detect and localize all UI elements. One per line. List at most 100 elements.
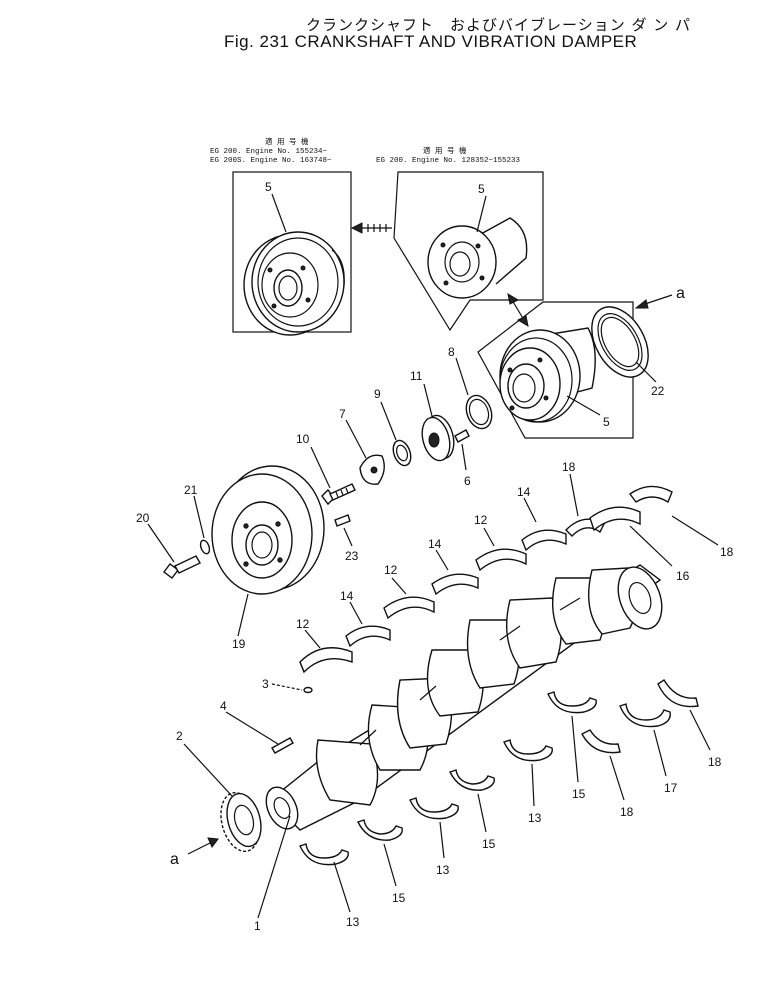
view-arrow-top-icon: [634, 294, 673, 309]
leader-4: [225, 711, 279, 745]
leader-17: [653, 729, 667, 777]
leader-14a: [349, 601, 363, 625]
label-4: 4: [220, 699, 227, 713]
hub-11-drawing: [421, 414, 455, 462]
label-15b: 15: [482, 837, 496, 851]
leader-14b: [435, 549, 449, 571]
label-12a: 12: [296, 617, 310, 631]
label-14a: 14: [340, 589, 354, 603]
label-15a: 15: [392, 891, 406, 905]
key-4-drawing: [271, 737, 294, 754]
label-6: 6: [464, 474, 471, 488]
thrust-washer-18b-drawing: [629, 485, 673, 504]
label-18a: 18: [562, 460, 576, 474]
leader-15a: [383, 843, 397, 887]
leader-14c: [523, 497, 537, 523]
label-23: 23: [345, 549, 359, 563]
leader-5a: [271, 193, 287, 233]
label-8: 8: [448, 345, 455, 359]
pin-6-drawing: [454, 429, 470, 443]
leader-18d: [689, 709, 711, 751]
leader-10: [310, 446, 331, 489]
label-18d: 18: [708, 755, 722, 769]
o-ring-8-drawing: [465, 394, 493, 430]
leader-9: [380, 401, 397, 441]
leader-22: [635, 361, 657, 383]
damper-old-drawing: [427, 217, 528, 299]
label-15c: 15: [572, 787, 586, 801]
damper-pulley-19-drawing: [211, 465, 325, 595]
bearing-13b-drawing: [409, 797, 459, 820]
leader-21: [193, 495, 205, 539]
bearing-12b-drawing: [383, 596, 435, 620]
leader-2: [183, 743, 233, 797]
applicability-right-line1: EG 200. Engine No. 128352~155233: [376, 157, 521, 165]
label-5c: 5: [603, 415, 610, 429]
gear-2-drawing: [220, 791, 262, 853]
applicability-left-line2: EG 200S. Engine No. 163748~: [210, 157, 332, 165]
leader-19: [237, 593, 249, 637]
bearing-14a-drawing: [345, 625, 391, 648]
leader-18a: [569, 473, 579, 517]
label-21: 21: [184, 483, 198, 497]
leader-15b: [477, 793, 487, 833]
leader-11: [423, 383, 433, 417]
label-2: 2: [176, 729, 183, 743]
washer-9-drawing: [392, 439, 412, 467]
label-12b: 12: [384, 563, 398, 577]
leader-6: [461, 443, 467, 471]
label-19: 19: [232, 637, 246, 651]
label-22: 22: [651, 384, 665, 398]
leader-5b: [476, 195, 487, 233]
bolt-10-drawing: [321, 483, 356, 506]
damper-new-drawing: [243, 231, 345, 336]
label-5b: 5: [478, 182, 485, 196]
leader-12b: [391, 577, 407, 595]
label-9: 9: [374, 387, 381, 401]
inset-box-right: [393, 171, 544, 332]
leader-3: [271, 683, 303, 691]
figure-title-japanese: クランクシャフト およびバイブレーション ダ ン パ: [306, 16, 692, 34]
washer-21-drawing: [199, 539, 211, 555]
label-13c: 13: [528, 811, 542, 825]
label-1: 1: [254, 919, 261, 933]
label-13a: 13: [346, 915, 360, 929]
bearing-13a-drawing: [299, 843, 349, 866]
bearing-15c-drawing: [547, 691, 597, 714]
label-5a: 5: [265, 180, 272, 194]
dowel-23-drawing: [334, 514, 351, 527]
view-marker-bottom: a: [170, 851, 179, 868]
label-13b: 13: [436, 863, 450, 877]
view-arrow-bottom-icon: [187, 837, 219, 855]
view-marker-top: a: [676, 285, 685, 302]
plate-7-drawing: [359, 454, 385, 485]
bearing-17-drawing: [619, 703, 671, 728]
leader-20: [147, 523, 175, 563]
thrust-washer-18c-drawing: [581, 729, 621, 754]
crankshaft-1-drawing: [265, 564, 663, 831]
applicability-right-header: 適 用 号 機: [423, 145, 467, 156]
leader-23: [343, 527, 353, 547]
leader-12c: [483, 527, 495, 547]
applicability-left-header: 適 用 号 機: [265, 136, 309, 147]
bearing-16-drawing: [589, 506, 641, 532]
bolt-20-drawing: [163, 555, 201, 579]
leader-13b: [439, 821, 445, 859]
label-18b: 18: [720, 545, 734, 559]
arrow-left-icon: [350, 222, 392, 234]
bearing-14b-drawing: [431, 573, 479, 596]
leader-7: [345, 419, 367, 459]
bearing-15a-drawing: [357, 819, 403, 841]
leader-13c: [531, 763, 535, 807]
leader-18c: [609, 755, 625, 801]
leader-16: [629, 525, 673, 567]
bearing-13c-drawing: [503, 739, 553, 762]
label-16: 16: [676, 569, 690, 583]
leader-1: [257, 815, 291, 919]
leader-15c: [571, 715, 579, 783]
leader-13a: [333, 861, 351, 913]
applicability-left-line1: EG 200. Engine No. 155234~: [210, 148, 328, 156]
label-10: 10: [296, 432, 310, 446]
leader-12a: [304, 629, 321, 649]
